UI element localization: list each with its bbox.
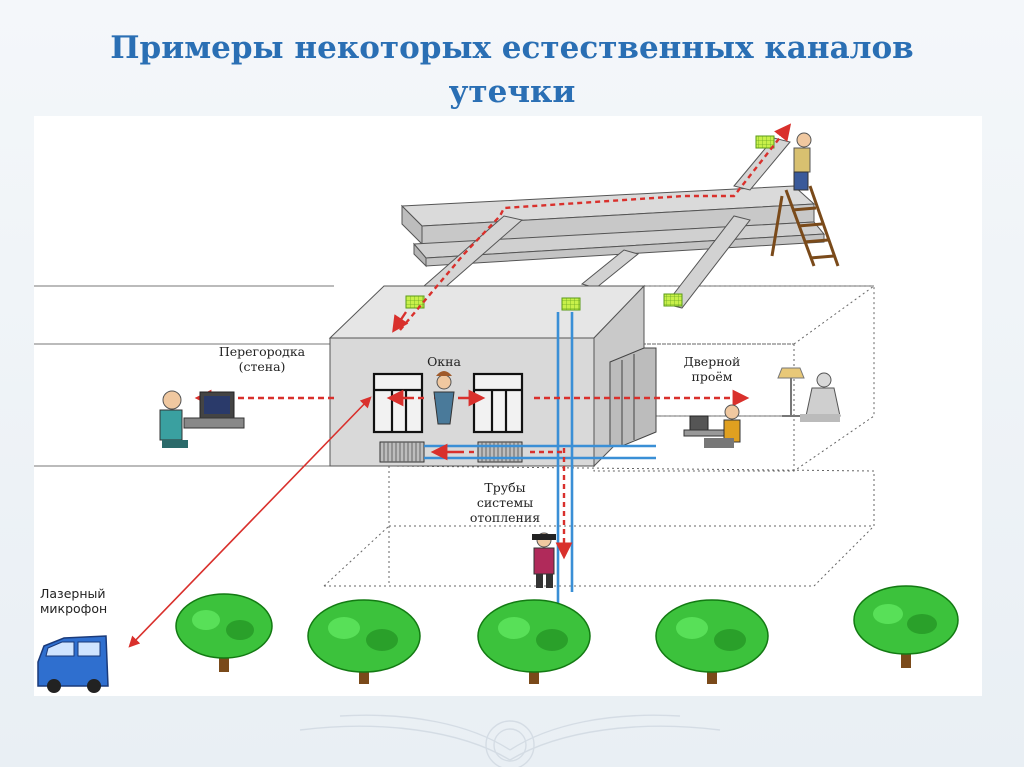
label-partition: Перегородка (стена): [218, 344, 306, 374]
trees: [175, 585, 959, 684]
tree-icon: [655, 599, 769, 684]
ladder-icon: [770, 185, 840, 267]
basement: [323, 465, 875, 587]
tree-icon: [853, 585, 959, 668]
lamp-icon: [777, 367, 805, 417]
window-listener-icon: [433, 371, 455, 425]
label-laser-microphone: Лазерный микрофон: [40, 586, 108, 616]
tree-icon: [477, 599, 591, 684]
tree-icon: [307, 599, 421, 684]
slide-title: Примеры некоторых естественных каналов у…: [110, 30, 914, 110]
laptop-user-icon: [683, 404, 741, 448]
label-windows: Окна: [427, 354, 461, 369]
pipe-listener-icon: [532, 532, 556, 588]
tree-icon: [175, 593, 273, 672]
leakage-channels-diagram: Перегородка (стена) Окна Дверной проём Т…: [34, 116, 982, 696]
reading-person-icon: [800, 372, 841, 422]
watermark-emblem: [299, 714, 721, 767]
window-right: [472, 372, 524, 434]
window-left: [372, 372, 424, 434]
computer-operator-icon: [159, 390, 245, 448]
label-pipes: Трубы системы отопления: [469, 480, 541, 525]
eavesdropper-icon: [793, 132, 812, 191]
diagram-canvas: [34, 123, 959, 693]
van-icon: [37, 635, 109, 693]
label-doorway: Дверной проём: [683, 354, 741, 384]
